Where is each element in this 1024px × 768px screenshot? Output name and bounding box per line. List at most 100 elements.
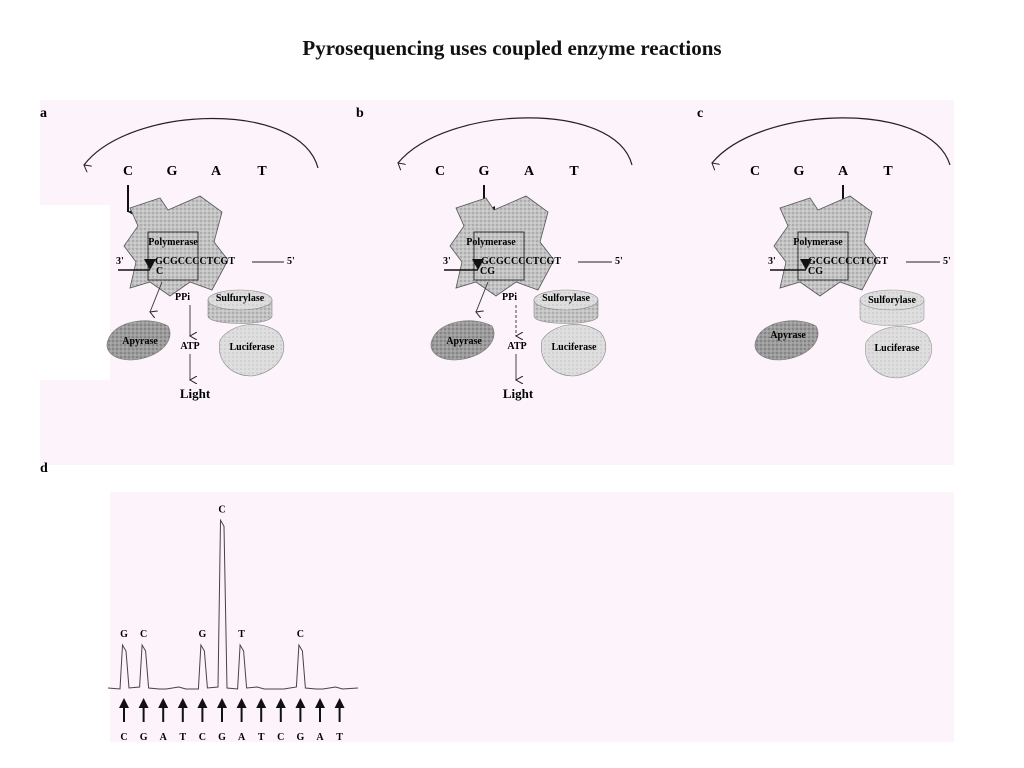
nucleotide-a: A <box>838 164 849 179</box>
template-sequence: GCGCCCCTCGT <box>155 256 235 267</box>
panel-label-b: b <box>356 106 364 121</box>
template-sequence: GCGCCCCTCGT <box>481 256 561 267</box>
nucleotide-c: C <box>750 164 760 179</box>
atp-label: ATP <box>180 341 199 352</box>
apyrase-enzyme <box>754 320 819 361</box>
dispensation-arrow <box>295 698 306 722</box>
peak-label: C <box>218 504 225 515</box>
polymerase-enzyme <box>449 195 555 297</box>
dispensation-arrow <box>334 698 345 722</box>
nucleotide-c: C <box>435 164 445 179</box>
page-title: Pyrosequencing uses coupled enzyme react… <box>302 36 722 60</box>
sulfurylase-label: Sulforylase <box>542 293 590 304</box>
cycle-arrow <box>712 117 951 165</box>
panel-b: b C G A T Polymerase 3' GCGCCCCTCGT 5' C… <box>356 106 633 401</box>
dispensation-arrow <box>119 698 129 722</box>
ppi-label: PPi <box>175 292 190 303</box>
apyrase-label: Apyrase <box>770 330 806 341</box>
luciferase-enzyme <box>219 324 285 377</box>
dispensation-label: A <box>238 732 246 743</box>
dispensation-label: A <box>160 732 168 743</box>
dispensation-label: G <box>140 732 148 743</box>
panel-label-a: a <box>40 106 47 121</box>
dispensation-label: A <box>316 732 324 743</box>
dispensation-arrow <box>236 698 247 722</box>
dispensation-arrow <box>217 698 227 722</box>
sulfurylase-enzyme <box>859 289 925 326</box>
dispensation-label: C <box>199 732 206 743</box>
nucleotide-a: A <box>211 164 222 179</box>
template-5-prime: 5' <box>615 256 623 267</box>
nucleotide-g: G <box>479 164 490 179</box>
luciferase-label: Luciferase <box>230 342 276 353</box>
panel-a: a C G A T Polymerase 3' GCGCCCCTCGT 5' C… <box>40 106 319 401</box>
primer-extension: C <box>156 266 163 277</box>
template-5-prime: 5' <box>943 256 951 267</box>
peak-label: C <box>140 629 147 640</box>
nucleotide-t: T <box>883 164 893 179</box>
panel-label-c: c <box>697 106 703 121</box>
dispensation-arrow <box>256 698 267 722</box>
nucleotide-a: A <box>524 164 535 179</box>
template-5-prime: 5' <box>287 256 295 267</box>
nucleotide-t: T <box>257 164 267 179</box>
dispensation-arrow <box>158 698 169 722</box>
apyrase-label: Apyrase <box>122 336 158 347</box>
pyrogram-trace <box>107 518 359 690</box>
apyrase-enzyme <box>430 320 495 361</box>
peak-label: T <box>238 629 245 640</box>
dispensation-label: G <box>218 732 226 743</box>
sulfurylase-label: Sulfurylase <box>216 293 265 304</box>
dispensation-label: T <box>336 732 343 743</box>
primer-extension: CG <box>480 266 495 277</box>
luciferase-enzyme <box>865 326 932 379</box>
primer-extension: CG <box>808 266 823 277</box>
polymerase-label: Polymerase <box>793 237 843 248</box>
dispensation-arrow <box>197 698 208 722</box>
dispensation-arrows <box>119 698 345 722</box>
peak-label: G <box>199 629 207 640</box>
dispensation-arrow <box>138 698 149 722</box>
template-3-prime: 3' <box>116 256 124 267</box>
peak-label: C <box>297 629 304 640</box>
dispensation-label: T <box>258 732 265 743</box>
ppi-label: PPi <box>502 292 517 303</box>
polymerase-label: Polymerase <box>148 237 198 248</box>
luciferase-enzyme <box>541 324 607 377</box>
light-label: Light <box>503 386 534 401</box>
cycle-arrow <box>84 117 319 168</box>
apyrase-enzyme <box>106 320 171 361</box>
peak-labels: G C G C T C <box>120 504 304 640</box>
template-3-prime: 3' <box>768 256 776 267</box>
dispensation-label: C <box>277 732 284 743</box>
polymerase-enzyme <box>773 195 879 297</box>
luciferase-label: Luciferase <box>552 342 598 353</box>
sulfurylase-label: Sulforylase <box>868 295 916 306</box>
peak-label: G <box>120 629 128 640</box>
polymerase-enzyme <box>123 195 229 297</box>
nucleotide-c: C <box>123 164 133 179</box>
pyrogram-background <box>110 492 954 742</box>
dispensation-arrow <box>315 698 325 722</box>
atp-label: ATP <box>507 341 526 352</box>
polymerase-label: Polymerase <box>466 237 516 248</box>
dispensation-label: G <box>297 732 305 743</box>
nucleotide-g: G <box>794 164 805 179</box>
light-label: Light <box>180 386 211 401</box>
template-sequence: GCGCCCCTCGT <box>808 256 888 267</box>
nucleotide-g: G <box>167 164 178 179</box>
template-3-prime: 3' <box>443 256 451 267</box>
panel-c: c C G A T Polymerase 3' GCGCCCCTCGT 5' C… <box>697 106 951 379</box>
cycle-arrow <box>398 117 633 165</box>
dispensation-label: C <box>120 732 127 743</box>
nucleotide-t: T <box>569 164 579 179</box>
sulfurylase-enzyme <box>533 289 599 324</box>
luciferase-label: Luciferase <box>875 343 921 354</box>
dispensation-arrow <box>275 698 286 722</box>
panel-label-d: d <box>40 461 48 476</box>
dispensation-label: T <box>179 732 186 743</box>
dispensation-arrow <box>177 698 188 722</box>
